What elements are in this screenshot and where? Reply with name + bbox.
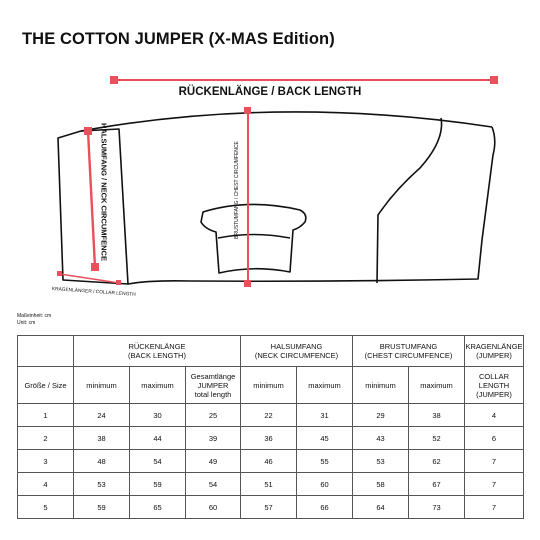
header-back-max: maximum (129, 366, 186, 404)
table-cell: 58 (352, 472, 410, 496)
table-cell: 7 (464, 472, 525, 496)
table-cell: 38 (73, 426, 130, 450)
header-back-min: minimum (73, 366, 130, 404)
size-cell: 3 (17, 449, 74, 473)
neck-circumference-label: HALSUMFANG / NECK CIRCUMFENCE (99, 123, 109, 261)
table-cell: 31 (296, 403, 354, 427)
table-cell: 55 (296, 449, 354, 473)
table-cell: 57 (240, 495, 298, 519)
table-cell: 29 (352, 403, 410, 427)
header-neck-min: minimum (240, 366, 298, 404)
unit-line-de: Maßeinheit: cm (17, 313, 52, 319)
table-cell: 6 (464, 426, 525, 450)
size-table: RÜCKENLÄNGE (BACK LENGTH) HALSUMFANG (NE… (17, 335, 525, 519)
table-cell: 59 (73, 495, 130, 519)
table-cell: 73 (408, 495, 466, 519)
chest-measure (244, 107, 251, 287)
header-collar-length: COLLAR LENGTH (JUMPER) (464, 366, 525, 404)
size-cell: 5 (17, 495, 74, 519)
header-neck-max: maximum (296, 366, 354, 404)
header-empty (17, 335, 74, 367)
table-cell: 53 (352, 449, 410, 473)
table-cell: 54 (184, 472, 242, 496)
page-title: THE COTTON JUMPER (X-MAS Edition) (22, 30, 335, 48)
table-cell: 51 (240, 472, 298, 496)
table-cell: 39 (184, 426, 242, 450)
table-cell: 30 (129, 403, 186, 427)
table-cell: 53 (73, 472, 130, 496)
table-cell: 36 (240, 426, 298, 450)
table-cell: 22 (240, 403, 298, 427)
header-neck: HALSUMFANG (NECK CIRCUMFENCE) (240, 335, 354, 367)
neck-measure (84, 127, 99, 271)
size-cell: 4 (17, 472, 74, 496)
table-cell: 59 (129, 472, 186, 496)
table-cell: 49 (184, 449, 242, 473)
size-cell: 2 (17, 426, 74, 450)
collar-measure (57, 271, 121, 285)
table-cell: 4 (464, 403, 525, 427)
table-cell: 66 (296, 495, 354, 519)
table-cell: 67 (408, 472, 466, 496)
header-size: Größe / Size (17, 366, 74, 404)
header-back-length: RÜCKENLÄNGE (BACK LENGTH) (72, 335, 242, 367)
table-cell: 43 (352, 426, 410, 450)
jumper-outline (57, 111, 496, 285)
size-cell: 1 (17, 403, 74, 427)
table-cell: 24 (73, 403, 130, 427)
header-chest-min: minimum (352, 366, 410, 404)
back-length-label: RÜCKENLÄNGE / BACK LENGTH (178, 86, 362, 98)
header-chest-max: maximum (408, 366, 466, 404)
table-cell: 48 (73, 449, 130, 473)
table-sub-header-row: Größe / Size minimum maximum Gesamtlänge… (17, 366, 525, 404)
table-cell: 52 (408, 426, 466, 450)
header-chest: BRUSTUMFANG (CHEST CIRCUMFENCE) (352, 335, 466, 367)
table-cell: 60 (296, 472, 354, 496)
header-collar: KRAGENLÄNGE (JUMPER) (464, 335, 525, 367)
jumper-diagram (57, 76, 498, 287)
table-cell: 54 (129, 449, 186, 473)
unit-line-en: Unit: cm (17, 320, 36, 326)
table-cell: 64 (352, 495, 410, 519)
table-group-header-row: RÜCKENLÄNGE (BACK LENGTH) HALSUMFANG (NE… (17, 335, 525, 367)
table-cell: 62 (408, 449, 466, 473)
table-cell: 7 (464, 449, 525, 473)
table-cell: 46 (240, 449, 298, 473)
table-cell: 25 (184, 403, 242, 427)
unit-info: Maßeinheit: cm Unit: cm (17, 313, 51, 327)
table-cell: 7 (464, 495, 525, 519)
table-cell: 44 (129, 426, 186, 450)
table-cell: 60 (184, 495, 242, 519)
table-cell: 65 (129, 495, 186, 519)
header-total-length: Gesamtlänge JUMPER total length (184, 366, 242, 404)
table-cell: 45 (296, 426, 354, 450)
chest-circumference-label: BRUSTUMFANG / CHEST CIRCUMFENCE (234, 141, 240, 239)
table-cell: 38 (408, 403, 466, 427)
back-length-measure (110, 76, 498, 84)
